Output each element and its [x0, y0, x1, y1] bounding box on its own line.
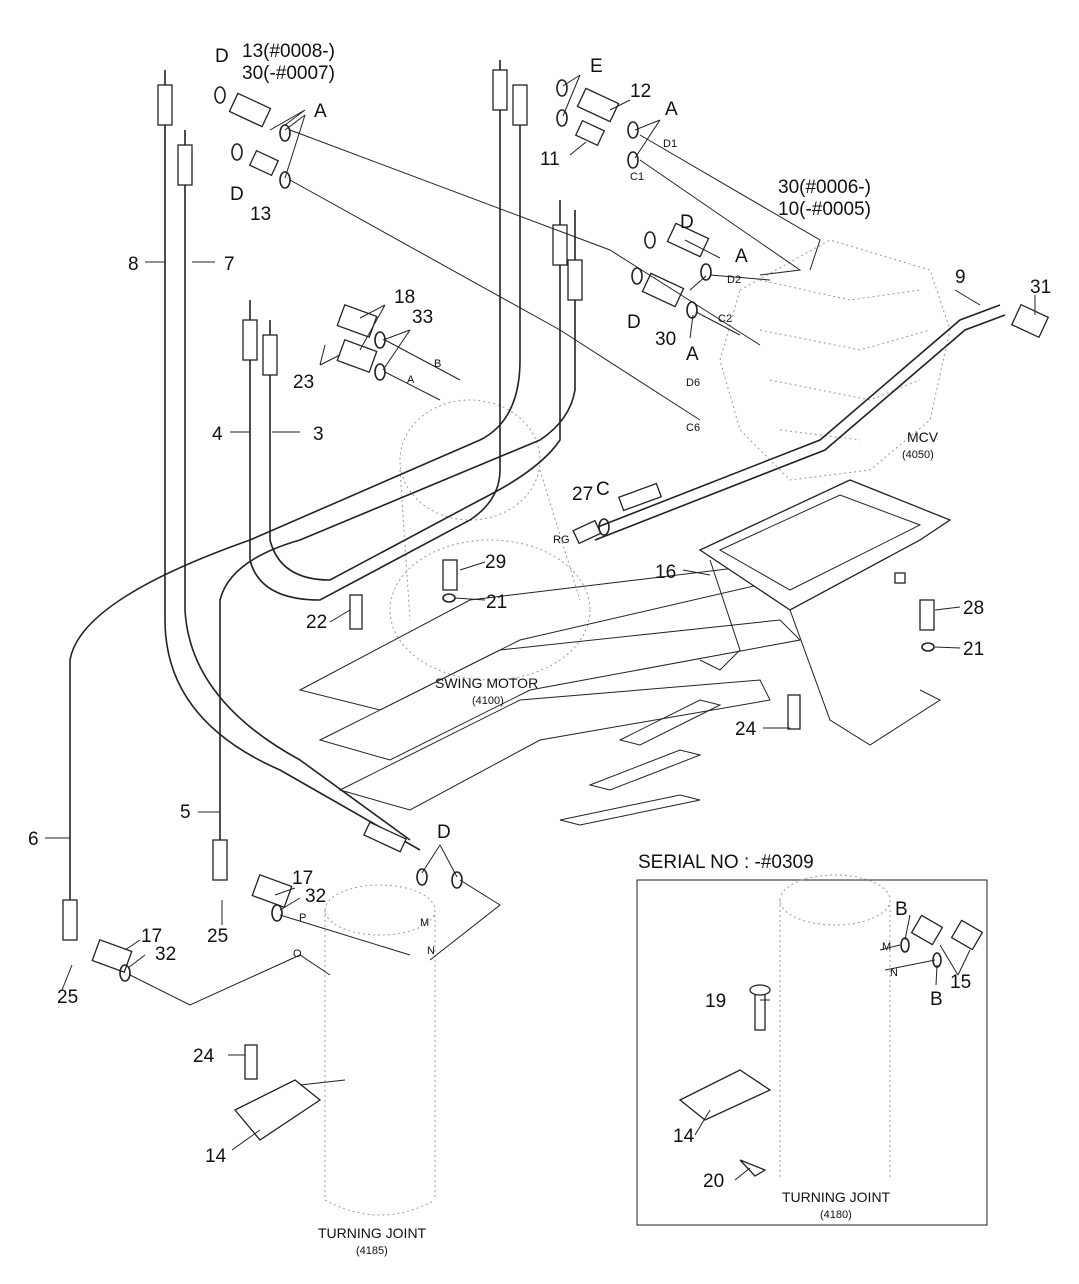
callout-18: 18	[394, 287, 415, 308]
letter-d2: D	[230, 184, 244, 205]
mcv-code: (4050)	[902, 449, 934, 461]
callout-11: 11	[540, 149, 560, 170]
inset-port-m: M	[882, 941, 891, 953]
callout-20: 20	[703, 1171, 724, 1192]
inset-turning-joint-code: (4180)	[820, 1209, 852, 1221]
callout-19: 19	[705, 991, 726, 1012]
swing-motor-label: SWING MOTOR	[435, 675, 538, 691]
callout-21a: 21	[486, 592, 507, 613]
letter-a1: A	[314, 101, 327, 122]
callout-27: 27	[572, 484, 593, 505]
port-c2: C2	[718, 313, 732, 325]
hose-sleeves	[62, 69, 663, 941]
port-a: A	[407, 374, 415, 386]
callout-14b: 14	[673, 1126, 695, 1147]
fittings	[91, 87, 1050, 1141]
mcv-label: MCV	[907, 429, 939, 445]
letter-e: E	[590, 56, 603, 77]
inset-labels: SERIAL NO : -#0309 B M N 15 B 19 14 20 T…	[638, 852, 971, 1221]
turning-joint-ghost	[324, 884, 436, 1216]
letter-b1: B	[895, 899, 908, 920]
callout-8: 8	[128, 254, 139, 275]
port-p: P	[299, 912, 306, 924]
letter-c: C	[596, 479, 610, 500]
callout-9: 9	[955, 267, 966, 288]
callout-32b: 32	[155, 944, 176, 965]
callout-25a: 25	[207, 926, 228, 947]
callout-24b: 24	[193, 1046, 215, 1067]
callout-5: 5	[180, 802, 191, 823]
callout-17b: 17	[141, 926, 162, 947]
callout-10: 10(-#0005)	[778, 199, 871, 220]
floor-outline	[298, 564, 802, 826]
connection-lines	[129, 129, 821, 1086]
callout-29: 29	[485, 552, 506, 573]
callout-15: 15	[950, 972, 971, 993]
callout-31: 31	[1030, 277, 1051, 298]
callout-30c: 30	[655, 329, 676, 350]
port-d2: D2	[727, 274, 741, 286]
inset-panel	[636, 874, 988, 1226]
letter-b2: B	[930, 989, 943, 1010]
callout-4: 4	[212, 424, 223, 445]
callout-24a: 24	[735, 719, 757, 740]
port-rg: RG	[553, 534, 570, 546]
turning-joint-label: TURNING JOINT	[318, 1225, 427, 1241]
callout-23: 23	[293, 372, 314, 393]
hoses	[69, 60, 1006, 940]
port-n: N	[427, 945, 435, 957]
letter-d5: D	[437, 822, 451, 843]
callout-3: 3	[313, 424, 324, 445]
letter-a2: A	[665, 99, 678, 120]
port-o: O	[293, 948, 302, 960]
callout-22: 22	[306, 612, 327, 633]
letter-d1: D	[215, 46, 229, 67]
callout-13b: 13	[250, 204, 271, 225]
callout-labels: 13(#0008-) 30(-#0007) D A D 13 8 7 E 12 …	[28, 41, 1051, 1257]
port-d6: D6	[686, 377, 700, 389]
turning-joint-code: (4185)	[356, 1245, 388, 1257]
callout-32a: 32	[305, 886, 326, 907]
o-rings	[119, 79, 935, 982]
callout-33: 33	[412, 307, 433, 328]
callout-16: 16	[655, 562, 676, 583]
port-b: B	[434, 358, 441, 370]
letter-d3: D	[680, 212, 694, 233]
callout-7: 7	[224, 254, 235, 275]
callout-30a: 30(-#0007)	[242, 63, 335, 84]
callout-28: 28	[963, 598, 984, 619]
mcv-ghost	[719, 239, 951, 481]
letter-a3: A	[735, 246, 748, 267]
callout-17a: 17	[292, 868, 313, 889]
swing-motor-code: (4100)	[472, 695, 504, 707]
callout-25b: 25	[57, 987, 78, 1008]
inset-turning-joint-label: TURNING JOINT	[782, 1189, 891, 1205]
port-c1: C1	[630, 171, 644, 183]
callout-13a: 13(#0008-)	[242, 41, 335, 62]
letter-d4: D	[627, 312, 641, 333]
port-m: M	[420, 917, 429, 929]
callout-21b: 21	[963, 639, 984, 660]
callout-12: 12	[630, 81, 651, 102]
port-d1: D1	[663, 138, 677, 150]
inset-title: SERIAL NO : -#0309	[638, 852, 814, 873]
port-c6: C6	[686, 422, 700, 434]
swing-motor-ghost	[389, 399, 591, 681]
callout-6: 6	[28, 829, 39, 850]
callout-14a: 14	[205, 1146, 227, 1167]
callout-30b: 30(#0006-)	[778, 177, 871, 198]
leader-lines	[45, 74, 1036, 1151]
mcv-bracket	[698, 479, 952, 746]
inset-port-n: N	[890, 967, 898, 979]
letter-a4: A	[686, 344, 699, 365]
